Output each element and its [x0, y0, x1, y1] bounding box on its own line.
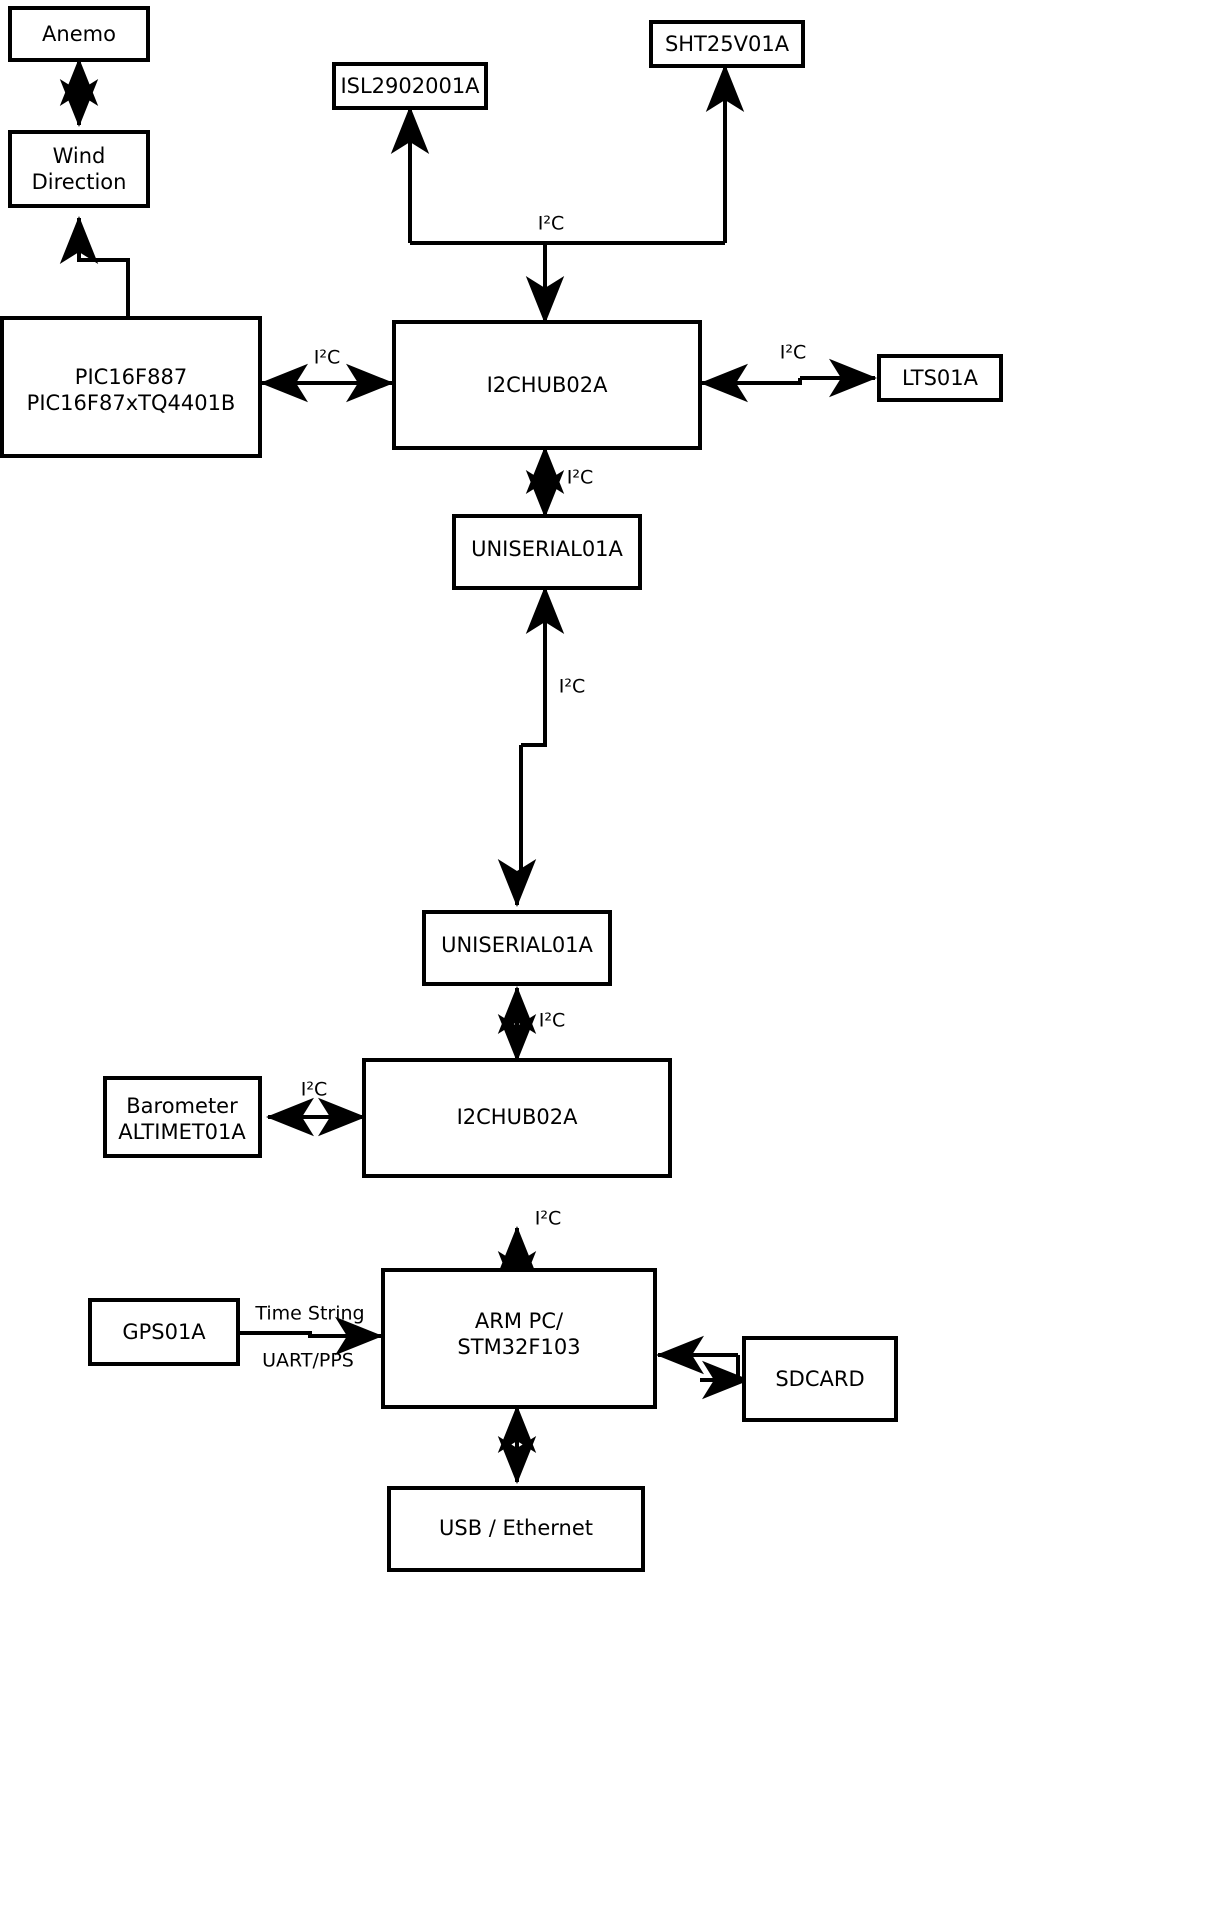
edge-uniser-link-down	[497, 745, 537, 907]
block-pic16f887-rect[interactable]	[0, 316, 262, 458]
block-i2chub02a-bottom-rect[interactable]	[362, 1058, 672, 1178]
block-gps01a-label: GPS01A	[122, 1320, 206, 1344]
edge-label-i2c-bus-top: I²C	[538, 213, 565, 235]
block-wind-direction[interactable]: Wind Direction	[8, 130, 150, 208]
edge-label-i2c-baro-hubbot: I²C	[301, 1079, 328, 1101]
block-uniserial01a-top-rect[interactable]	[452, 514, 642, 590]
edge-label-i2c-uniserial-uniserial: I²C	[559, 676, 586, 698]
block-lts01a-rect[interactable]	[877, 354, 1003, 402]
block-uniserial01a-top[interactable]: UNISERIAL01A	[452, 514, 642, 590]
block-arm-pc-label-line2: STM32F103	[457, 1335, 580, 1359]
block-lts01a-label: LTS01A	[902, 366, 979, 390]
block-barometer-altimet01a[interactable]: Barometer ALTIMET01A	[103, 1076, 262, 1158]
block-sdcard-label: SDCARD	[775, 1367, 864, 1391]
block-barometer-altimet01a-rect[interactable]	[103, 1076, 262, 1158]
edge-label-i2c-pic-hub: I²C	[314, 347, 341, 369]
block-gps01a-rect[interactable]	[88, 1298, 240, 1366]
block-sdcard[interactable]: SDCARD	[742, 1336, 898, 1422]
block-usb-ethernet[interactable]: USB / Ethernet	[387, 1486, 645, 1572]
block-uniserial01a-top-label: UNISERIAL01A	[471, 537, 623, 561]
block-anemo-rect[interactable]	[8, 6, 150, 62]
block-arm-pc-label-line1: ARM PC/	[475, 1309, 564, 1333]
block-anemo[interactable]: Anemo	[8, 6, 150, 62]
edge-label-time-string: Time String	[254, 1303, 364, 1325]
edge-lts-to-hub	[700, 363, 802, 403]
block-gps01a[interactable]: GPS01A	[88, 1298, 240, 1366]
block-sdcard-rect[interactable]	[742, 1336, 898, 1422]
block-sht25v01a-label: SHT25V01A	[665, 32, 790, 56]
block-uniserial01a-bottom[interactable]: UNISERIAL01A	[422, 910, 612, 986]
edge-label-i2c-hub-uniserial: I²C	[567, 467, 594, 489]
block-sht25v01a-rect[interactable]	[649, 20, 805, 68]
block-isl2902001a[interactable]: ISL2902001A	[332, 62, 488, 110]
block-isl2902001a-rect[interactable]	[332, 62, 488, 110]
block-i2chub02a-bottom[interactable]: I2CHUB02A	[362, 1058, 672, 1178]
edge-label-i2c-uniserial-hubbot: I²C	[539, 1010, 566, 1032]
block-pic16f887[interactable]: PIC16F887 PIC16F87xTQ4401B	[0, 316, 262, 458]
block-wind-direction-label-line2: Direction	[32, 170, 127, 194]
block-usb-ethernet-label: USB / Ethernet	[439, 1516, 593, 1540]
block-isl2902001a-label: ISL2902001A	[340, 74, 480, 98]
edge-label-i2c-hubbot-arm: I²C	[535, 1208, 562, 1230]
block-barometer-label-line1: Barometer	[126, 1094, 238, 1118]
edge-label-i2c-hub-lts: I²C	[780, 342, 807, 364]
block-uniserial01a-bottom-label: UNISERIAL01A	[441, 933, 593, 957]
block-i2chub02a-top-label: I2CHUB02A	[487, 373, 609, 397]
block-i2chub02a-top[interactable]: I2CHUB02A	[392, 320, 702, 450]
block-usb-ethernet-rect[interactable]	[387, 1486, 645, 1572]
block-barometer-label-line2: ALTIMET01A	[118, 1120, 246, 1144]
block-i2chub02a-bottom-label: I2CHUB02A	[457, 1105, 579, 1129]
block-pic16f887-label-line1: PIC16F887	[75, 365, 187, 389]
edge-uniser-link-up	[521, 586, 565, 747]
block-wind-direction-rect[interactable]	[8, 130, 150, 208]
block-sht25v01a[interactable]: SHT25V01A	[649, 20, 805, 68]
block-anemo-label: Anemo	[42, 22, 116, 46]
block-wind-direction-label-line1: Wind	[53, 144, 106, 168]
block-i2chub02a-top-rect[interactable]	[392, 320, 702, 450]
block-arm-pc-stm32f103[interactable]: ARM PC/ STM32F103	[381, 1268, 657, 1409]
block-lts01a[interactable]: LTS01A	[877, 354, 1003, 402]
edge-arm-sdcard-stem	[736, 1355, 742, 1382]
edge-pic-to-winddirection	[59, 216, 130, 318]
block-pic16f887-label-line2: PIC16F87xTQ4401B	[27, 391, 236, 415]
block-arm-pc-rect[interactable]	[381, 1268, 657, 1409]
edge-gps-to-arm	[238, 1316, 383, 1356]
block-uniserial01a-bottom-rect[interactable]	[422, 910, 612, 986]
edge-label-uart-pps: UART/PPS	[262, 1350, 354, 1372]
